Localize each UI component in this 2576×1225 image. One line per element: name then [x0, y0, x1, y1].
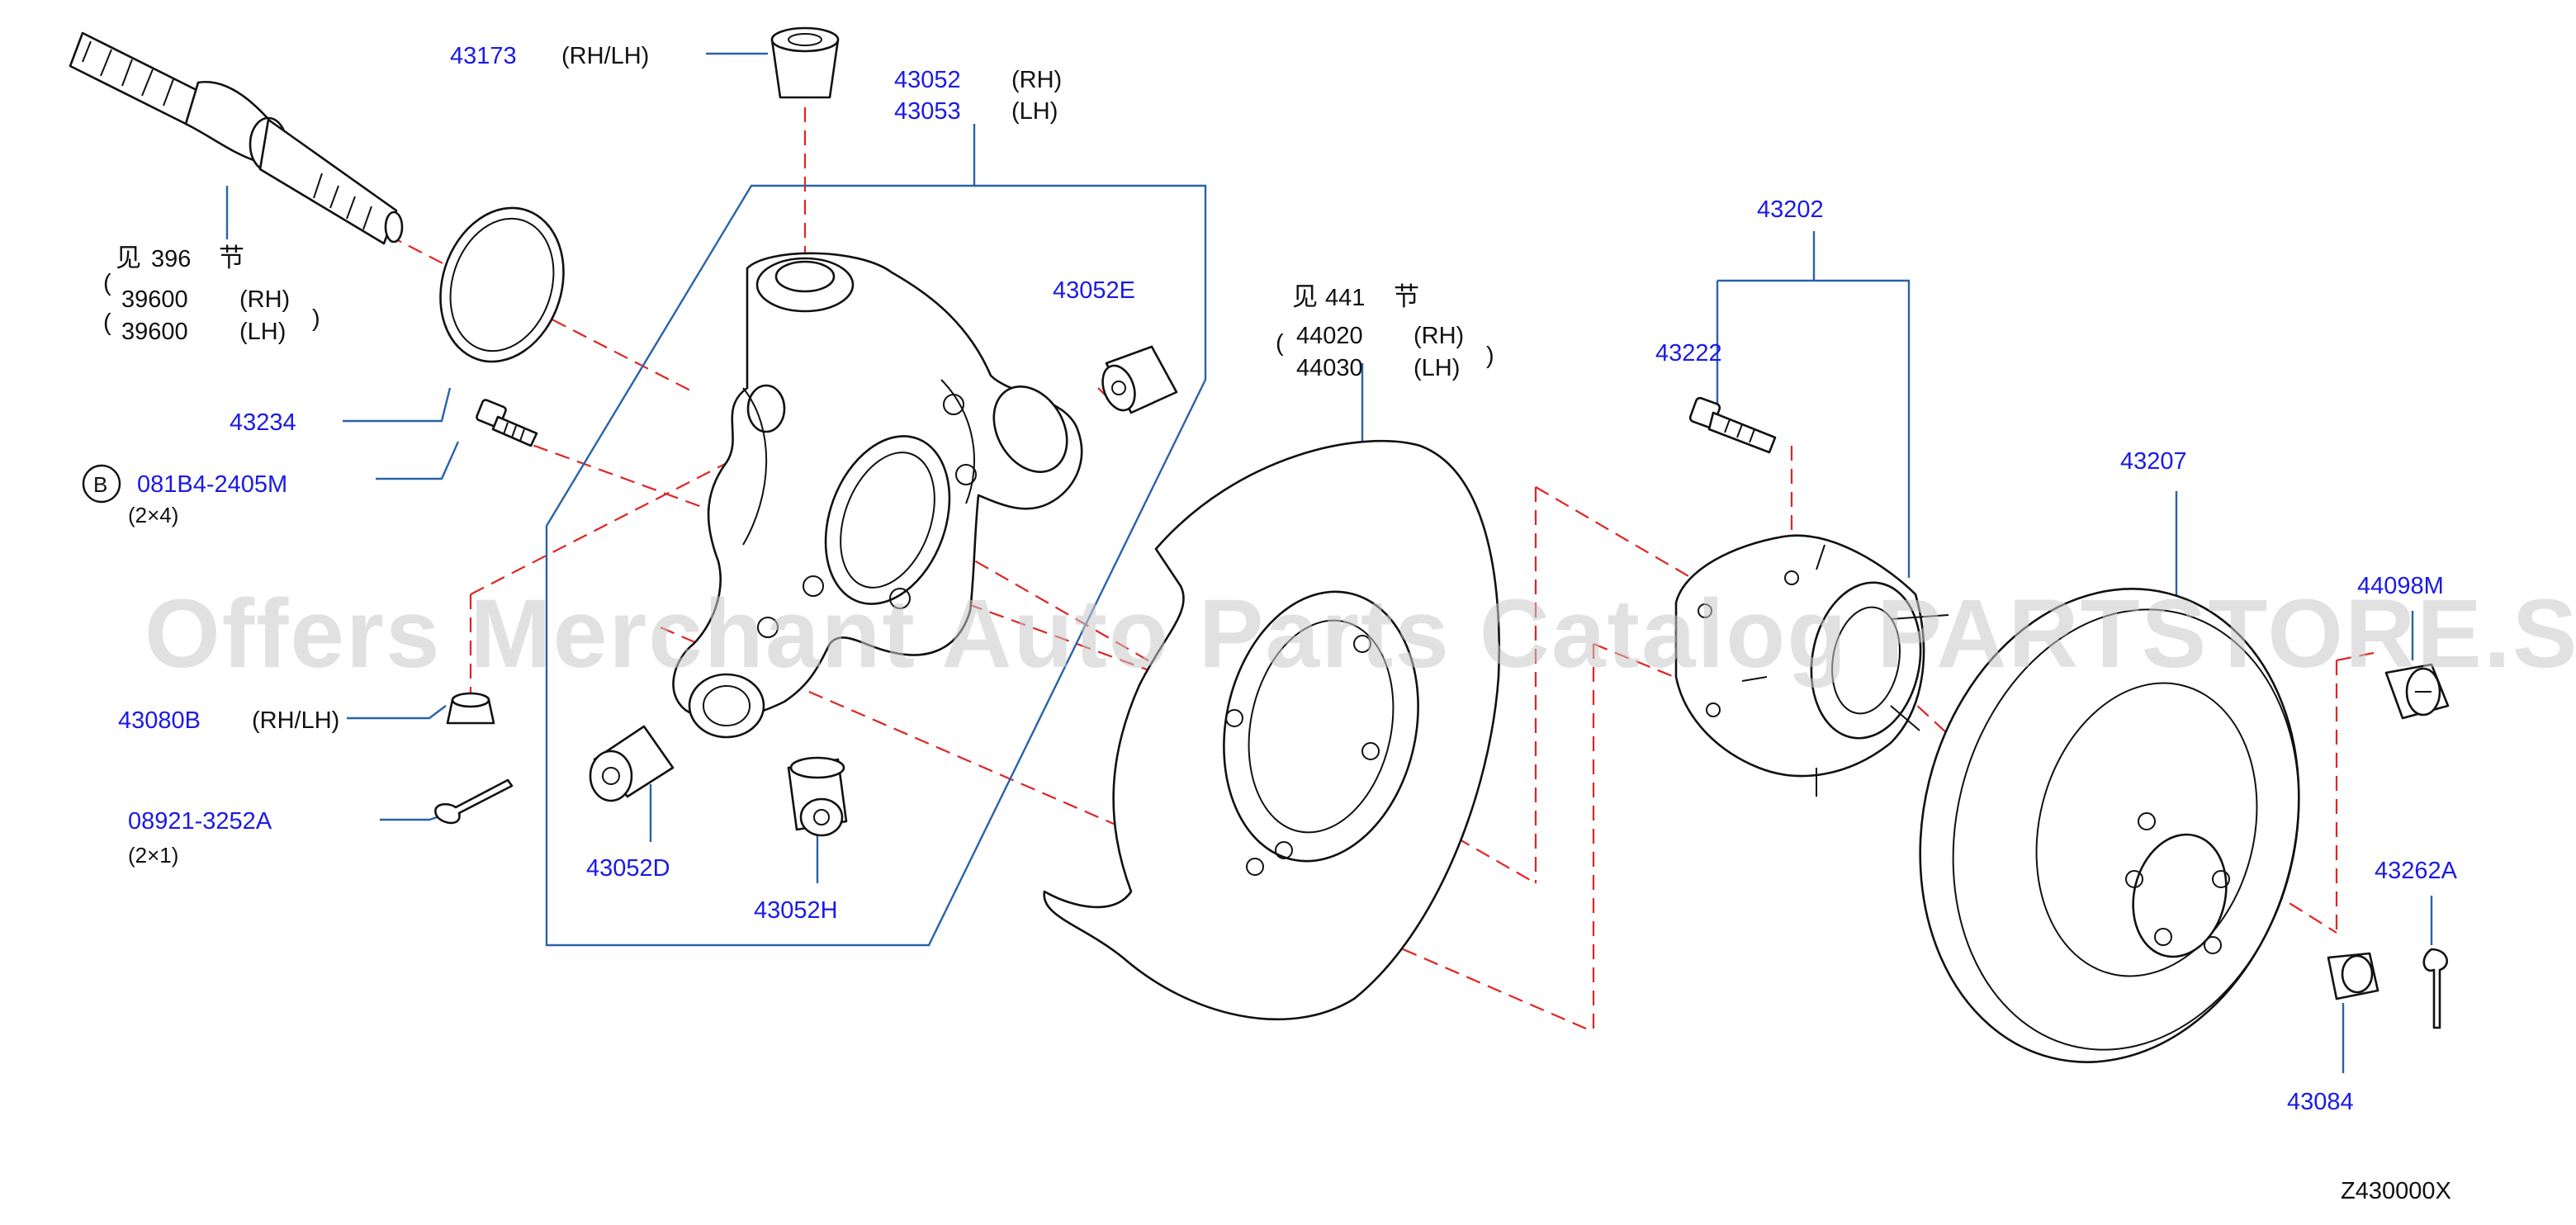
ref-396-part-lh: 39600	[121, 319, 188, 345]
bolt-081b4	[476, 399, 538, 447]
ref-396-section: 396	[151, 246, 191, 272]
label-43173-side: (RH/LH)	[561, 43, 649, 69]
ref-441-paren-close: )	[1486, 343, 1494, 369]
bushing-43052h	[787, 756, 848, 837]
label-081b4: 081B4-2405M	[137, 471, 287, 498]
drive-shaft	[69, 31, 404, 245]
cotter-pin-43262a	[2422, 948, 2448, 1029]
ref-441-side-rh: (RH)	[1413, 323, 1464, 349]
circle-b-letter: B	[93, 472, 107, 497]
label-43053-side: (LH)	[1011, 98, 1058, 125]
label-44098m: 44098M	[2357, 573, 2444, 599]
label-43052d: 43052D	[586, 855, 670, 882]
label-43080b-side: (RH/LH)	[252, 707, 339, 734]
label-08921: 08921-3252A	[128, 808, 272, 835]
label-43052: 43052	[894, 67, 961, 93]
label-43053: 43053	[894, 98, 961, 125]
nut-43084	[2327, 952, 2379, 1000]
ref-396-paren-close-l: (	[103, 310, 111, 336]
label-43262a: 43262A	[2375, 858, 2458, 884]
cotter-pin-08921	[434, 778, 514, 825]
label-43080b: 43080B	[118, 707, 201, 734]
ref-396-suffix: 节	[219, 244, 244, 273]
label-43052-side: (RH)	[1011, 67, 1062, 93]
ref-396-paren-close: )	[312, 305, 320, 332]
backing-plate	[1043, 439, 1501, 1020]
ref-396-paren-open: (	[103, 270, 111, 296]
ref-441-paren-open: (	[1276, 330, 1284, 357]
label-43084: 43084	[2287, 1089, 2354, 1115]
ref-396-side-lh: (LH)	[239, 319, 286, 345]
nut-43080b	[446, 692, 495, 725]
ref-396-part-rh: 39600	[121, 286, 188, 313]
label-08921-qty: (2×1)	[128, 843, 178, 868]
label-43234: 43234	[230, 409, 296, 436]
bushing-43173	[770, 26, 840, 99]
ref-441-part-rh: 44020	[1296, 323, 1363, 349]
label-43052h: 43052H	[754, 897, 838, 924]
label-43052e: 43052E	[1053, 277, 1135, 304]
watermark-text: Offers Merchant Auto Parts Catalog PARTS…	[144, 579, 2576, 688]
hub-bolt-43222	[1688, 396, 1777, 454]
label-43222: 43222	[1655, 340, 1722, 367]
bushing-43052e	[1101, 345, 1178, 414]
label-081b4-qty: (2×4)	[128, 503, 178, 527]
ref-396-prefix: 见	[116, 244, 141, 273]
wheel-hub	[1674, 534, 1949, 797]
ref-441-suffix: 节	[1394, 282, 1419, 312]
diagram-code: Z430000X	[2341, 1178, 2451, 1204]
label-43202: 43202	[1757, 196, 1824, 223]
ref-441-section: 441	[1325, 285, 1365, 311]
label-43173: 43173	[450, 43, 517, 69]
ref-441-side-lh: (LH)	[1413, 355, 1460, 381]
ref-441-part-lh: 44030	[1296, 355, 1363, 381]
ref-441-prefix: 见	[1292, 282, 1318, 312]
label-43207: 43207	[2120, 448, 2187, 475]
ref-396-side-rh: (RH)	[239, 286, 290, 313]
steering-knuckle	[672, 252, 1083, 739]
plug-44098m	[2384, 663, 2450, 720]
dust-seal	[439, 206, 565, 363]
callout-labels: 43173 (RH/LH) 43052 (RH) 43053 (LH) 4305…	[82, 43, 2458, 1204]
brake-disc-rotor	[1919, 588, 2300, 1063]
bushing-43052d	[589, 725, 675, 802]
circle-b-marker	[82, 464, 121, 504]
